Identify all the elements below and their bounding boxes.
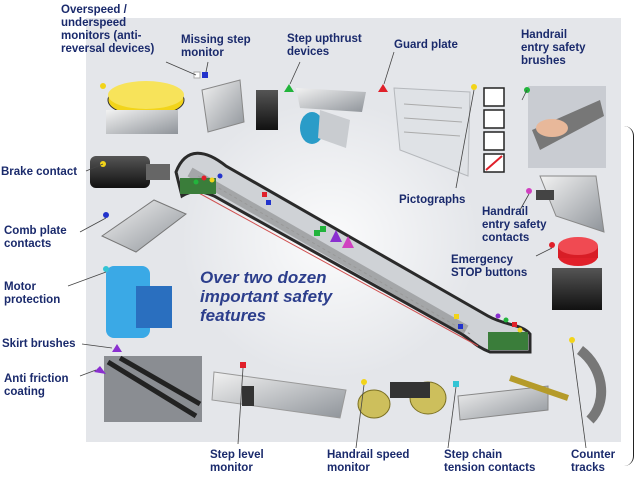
- counter-track-icon: [576, 346, 607, 424]
- label-counter-tracks: Counter tracks: [571, 449, 616, 474]
- lower-machine: [488, 332, 528, 350]
- label-emergency-stop-buttons: Emergency STOP buttons: [451, 254, 528, 279]
- label-skirt-brushes: Skirt brushes: [2, 338, 76, 350]
- handrail-contact-icon: [536, 175, 605, 233]
- label-anti-friction-coating: Anti friction coating: [4, 373, 69, 398]
- label-handrail-speed-monitor: Handrail speed monitor: [327, 449, 410, 474]
- step-chain-contact-icon: [457, 375, 569, 421]
- escalator-markers: [193, 173, 523, 333]
- step-level-monitor-icon: [211, 371, 347, 419]
- label-step-level-monitor: Step level monitor: [210, 449, 264, 474]
- emergency-stop-button-icon: [552, 237, 602, 310]
- leader-lines: [67, 51, 587, 449]
- label-motor-protection: Motor protection: [4, 281, 61, 306]
- motor-icon: [106, 266, 172, 338]
- label-guard-plate: Guard plate: [394, 39, 458, 51]
- label-handrail-entry-contacts: Handrail entry safety contacts: [482, 206, 547, 244]
- label-overspeed-monitors: Overspeed / underspeed monitors (anti- r…: [61, 4, 155, 55]
- label-handrail-entry-brushes: Handrail entry safety brushes: [521, 29, 586, 67]
- handrail-speed-wheels-icon: [357, 381, 447, 419]
- guard-plate-icon: [393, 87, 471, 177]
- label-pictographs: Pictographs: [399, 194, 466, 206]
- upper-machine: [180, 178, 216, 194]
- label-step-chain-tension-contacts: Step chain tension contacts: [444, 449, 536, 474]
- speed-monitor-disc-icon: [106, 81, 185, 134]
- label-missing-step-monitor: Missing step monitor: [181, 34, 251, 59]
- upthrust-device-icon: [256, 88, 366, 148]
- comb-plate-icon: [101, 199, 187, 253]
- label-step-upthrust-devices: Step upthrust devices: [287, 33, 362, 58]
- diagram-headline: Over two dozen important safety features: [200, 268, 333, 325]
- label-comb-plate-contacts: Comb plate contacts: [4, 225, 67, 250]
- skirt-brush-icon: [104, 355, 202, 422]
- slide-bracket: [623, 126, 634, 466]
- pictograph-signs-icon: [483, 87, 505, 173]
- label-brake-contact: Brake contact: [1, 166, 78, 178]
- missing-step-sensor-icon: [201, 79, 245, 133]
- brake-contact-icon: [90, 156, 170, 188]
- handrail-brush-icon: [528, 86, 606, 168]
- escalator-illustration: [174, 151, 532, 354]
